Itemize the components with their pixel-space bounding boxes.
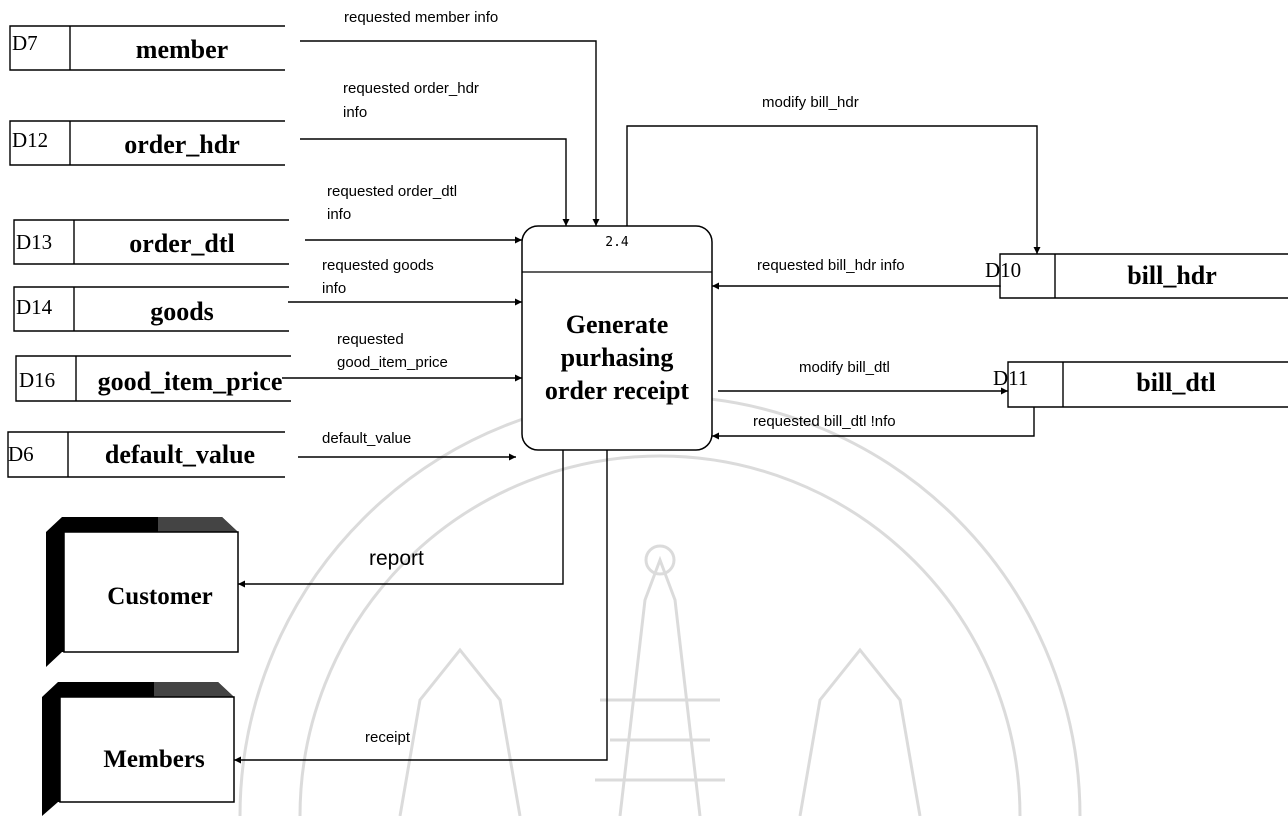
store-bill-dtl[interactable]: D11 bill_dtl: [993, 361, 1288, 408]
store-id: D10: [985, 258, 1021, 282]
flow-label: default_value: [322, 430, 411, 447]
flow-default-value[interactable]: default_value: [298, 430, 516, 461]
store-name: order_hdr: [124, 130, 240, 159]
watermark-seal: [238, 394, 1082, 816]
flow-requested-member-info[interactable]: requested member info: [300, 9, 600, 226]
flow-label: report: [369, 547, 424, 570]
store-name: default_value: [105, 440, 255, 469]
entity-members[interactable]: Members: [42, 682, 235, 816]
process-id: 2.4: [605, 235, 629, 250]
flow-requested-bill-hdr-info[interactable]: requested bill_hdr info: [712, 257, 1001, 290]
flow-requested-order-hdr-info[interactable]: requested order_hdr info: [300, 80, 570, 226]
process-2-4[interactable]: 2.4 Generate purhasing order receipt: [521, 225, 713, 451]
flow-label: requested member info: [344, 9, 498, 26]
store-name: member: [136, 35, 228, 64]
flow-requested-goods-info[interactable]: requested goods info: [288, 257, 522, 306]
store-default-value[interactable]: D6 default_value: [7, 431, 285, 478]
entity-customer[interactable]: Customer: [46, 517, 239, 667]
flow-label: requested bill_hdr info: [757, 257, 905, 274]
store-id: D7: [12, 31, 38, 55]
store-id: D13: [16, 230, 52, 254]
store-id: D6: [8, 442, 34, 466]
flow-modify-bill-hdr[interactable]: modify bill_hdr: [626, 94, 1041, 254]
store-id: D11: [993, 366, 1028, 390]
store-id: D16: [19, 368, 55, 392]
store-id: D12: [12, 128, 48, 152]
store-id: D14: [16, 295, 53, 319]
flow-label: requested order_hdr: [343, 80, 479, 97]
flow-label: good_item_price: [337, 354, 448, 371]
store-bill-hdr[interactable]: D10 bill_hdr: [985, 253, 1288, 299]
flow-modify-bill-dtl[interactable]: modify bill_dtl: [718, 359, 1008, 395]
flow-requested-order-dtl-info[interactable]: requested order_dtl info: [305, 183, 522, 244]
flow-label: requested: [337, 331, 404, 348]
flow-label: requested bill_dtl !nfo: [753, 413, 896, 430]
store-name: bill_dtl: [1136, 368, 1215, 397]
store-name: good_item_price: [98, 367, 283, 396]
entity-name: Members: [103, 746, 205, 773]
store-member[interactable]: D7 member: [9, 25, 285, 71]
flow-label: info: [327, 206, 351, 223]
entity-name: Customer: [107, 583, 213, 610]
process-title-line-2: purhasing: [561, 343, 674, 372]
flow-label: info: [343, 104, 367, 121]
flow-requested-good-item-price[interactable]: requested good_item_price: [282, 331, 522, 382]
flow-report[interactable]: report: [238, 450, 564, 588]
store-order-dtl[interactable]: D13 order_dtl: [13, 219, 289, 265]
store-good-item-price[interactable]: D16 good_item_price: [15, 355, 291, 402]
flow-label: requested order_dtl: [327, 183, 457, 200]
store-name: order_dtl: [129, 229, 234, 258]
store-order-hdr[interactable]: D12 order_hdr: [9, 120, 285, 166]
flow-label: info: [322, 280, 346, 297]
store-name: goods: [150, 297, 214, 326]
store-name: bill_hdr: [1127, 261, 1217, 290]
flow-receipt[interactable]: receipt: [234, 450, 608, 764]
flow-label: modify bill_dtl: [799, 359, 890, 376]
flow-label: receipt: [365, 729, 411, 746]
flow-requested-bill-dtl-info[interactable]: requested bill_dtl !nfo: [712, 407, 1035, 440]
store-goods[interactable]: D14 goods: [13, 286, 289, 332]
flow-label: requested goods: [322, 257, 434, 274]
process-title-line-3: order receipt: [545, 376, 689, 405]
process-title-line-1: Generate: [566, 310, 669, 339]
flow-label: modify bill_hdr: [762, 94, 859, 111]
